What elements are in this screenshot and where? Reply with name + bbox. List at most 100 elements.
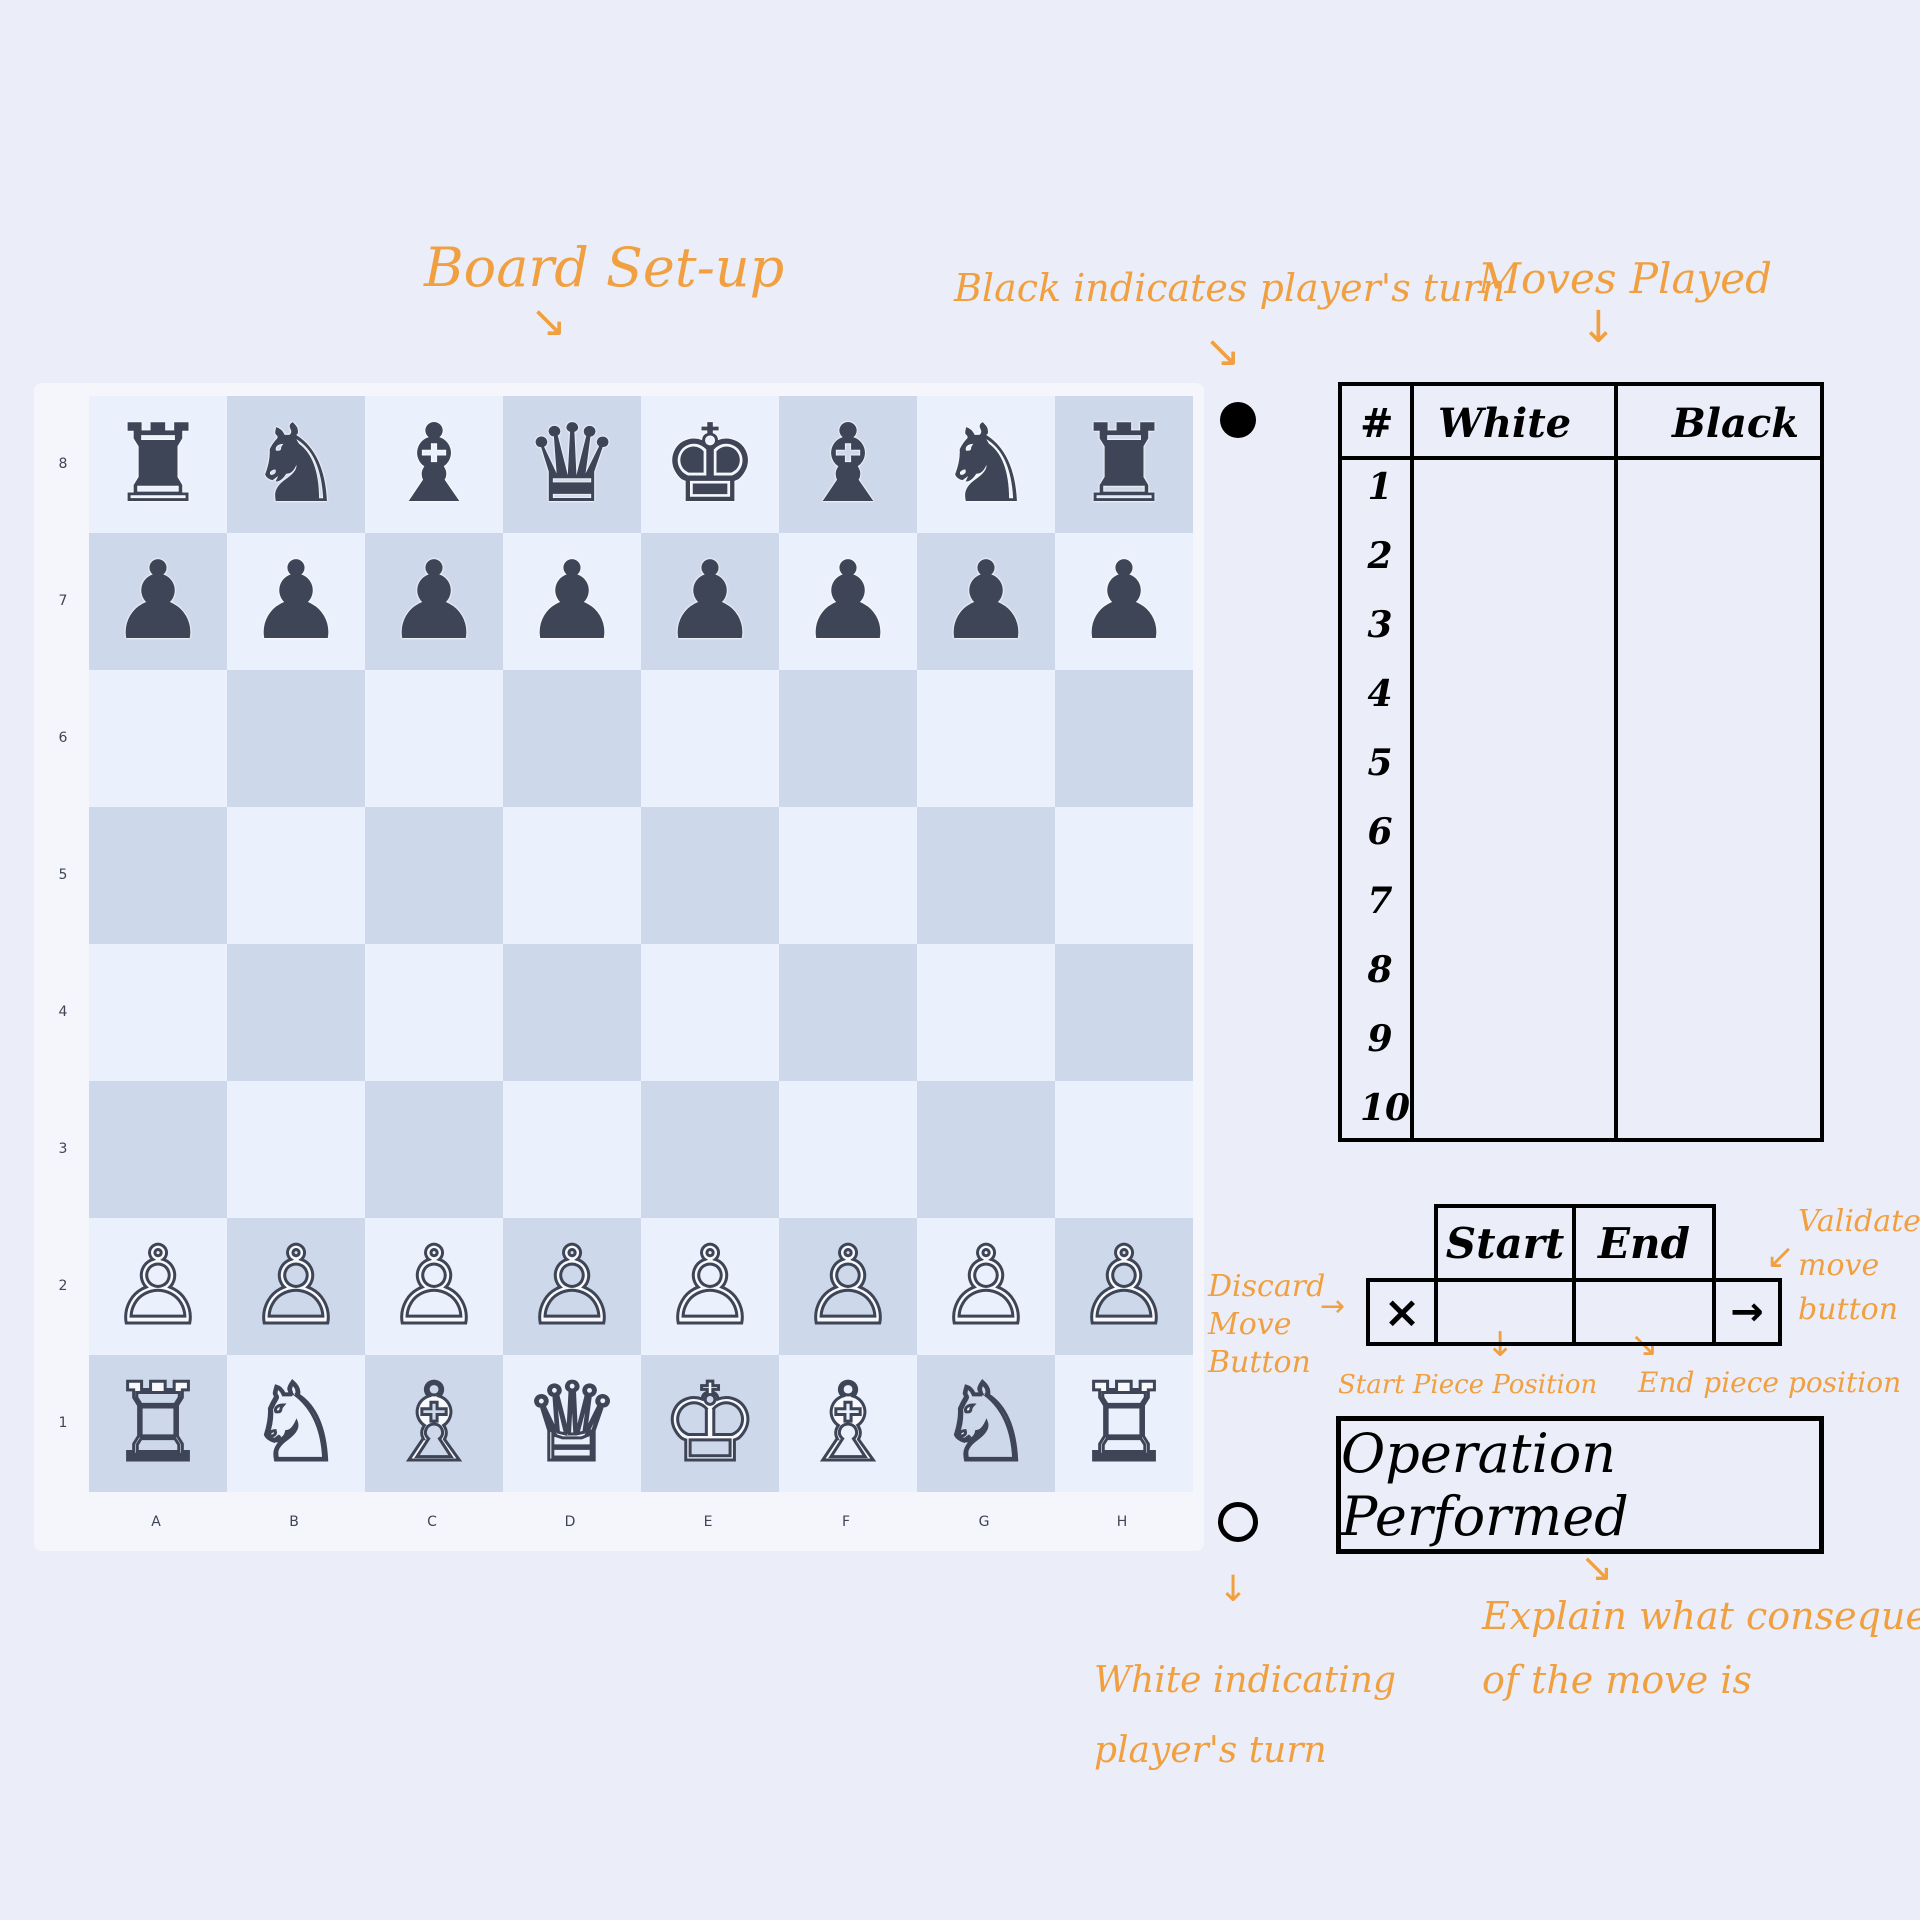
square-b4[interactable] — [227, 944, 365, 1081]
white-knight-icon[interactable]: ♘ — [936, 1360, 1036, 1486]
square-f4[interactable] — [779, 944, 917, 1081]
square-f8[interactable]: ♝ — [779, 396, 917, 533]
square-a8[interactable]: ♜ — [89, 396, 227, 533]
square-g8[interactable]: ♞ — [917, 396, 1055, 533]
square-h4[interactable] — [1055, 944, 1193, 1081]
square-g2[interactable]: ♙ — [917, 1218, 1055, 1355]
square-f7[interactable]: ♟ — [779, 533, 917, 670]
square-e5[interactable] — [641, 807, 779, 944]
white-pawn-icon[interactable]: ♙ — [798, 1223, 898, 1349]
white-pawn-icon[interactable]: ♙ — [1074, 1223, 1174, 1349]
black-bishop-icon[interactable]: ♝ — [799, 401, 897, 527]
black-pawn-icon[interactable]: ♟ — [247, 538, 345, 664]
white-king-icon[interactable]: ♔ — [660, 1360, 760, 1486]
square-d1[interactable]: ♕ — [503, 1355, 641, 1492]
square-e6[interactable] — [641, 670, 779, 807]
square-g1[interactable]: ♘ — [917, 1355, 1055, 1492]
discard-move-button[interactable]: × — [1366, 1278, 1438, 1346]
square-c1[interactable]: ♗ — [365, 1355, 503, 1492]
black-queen-icon[interactable]: ♛ — [523, 401, 621, 527]
square-e2[interactable]: ♙ — [641, 1218, 779, 1355]
square-a1[interactable]: ♖ — [89, 1355, 227, 1492]
square-h3[interactable] — [1055, 1081, 1193, 1218]
white-rook-icon[interactable]: ♖ — [1074, 1360, 1174, 1486]
white-pawn-icon[interactable]: ♙ — [936, 1223, 1036, 1349]
square-b6[interactable] — [227, 670, 365, 807]
square-f6[interactable] — [779, 670, 917, 807]
square-e7[interactable]: ♟ — [641, 533, 779, 670]
square-b1[interactable]: ♘ — [227, 1355, 365, 1492]
white-pawn-icon[interactable]: ♙ — [660, 1223, 760, 1349]
validate-move-button[interactable]: → — [1712, 1278, 1782, 1346]
black-rook-icon[interactable]: ♜ — [1075, 401, 1173, 527]
white-bishop-icon[interactable]: ♗ — [384, 1360, 484, 1486]
square-f1[interactable]: ♗ — [779, 1355, 917, 1492]
black-pawn-icon[interactable]: ♟ — [523, 538, 621, 664]
black-knight-icon[interactable]: ♞ — [247, 401, 345, 527]
square-d4[interactable] — [503, 944, 641, 1081]
black-pawn-icon[interactable]: ♟ — [661, 538, 759, 664]
black-bishop-icon[interactable]: ♝ — [385, 401, 483, 527]
black-rook-icon[interactable]: ♜ — [109, 401, 207, 527]
square-g6[interactable] — [917, 670, 1055, 807]
square-g4[interactable] — [917, 944, 1055, 1081]
white-knight-icon[interactable]: ♘ — [246, 1360, 346, 1486]
black-pawn-icon[interactable]: ♟ — [799, 538, 897, 664]
square-d7[interactable]: ♟ — [503, 533, 641, 670]
square-e1[interactable]: ♔ — [641, 1355, 779, 1492]
square-d8[interactable]: ♛ — [503, 396, 641, 533]
square-c3[interactable] — [365, 1081, 503, 1218]
square-b2[interactable]: ♙ — [227, 1218, 365, 1355]
square-e8[interactable]: ♚ — [641, 396, 779, 533]
white-pawn-icon[interactable]: ♙ — [246, 1223, 346, 1349]
black-pawn-icon[interactable]: ♟ — [385, 538, 483, 664]
white-queen-icon[interactable]: ♕ — [522, 1360, 622, 1486]
square-c2[interactable]: ♙ — [365, 1218, 503, 1355]
square-a4[interactable] — [89, 944, 227, 1081]
black-pawn-icon[interactable]: ♟ — [109, 538, 207, 664]
square-a2[interactable]: ♙ — [89, 1218, 227, 1355]
white-pawn-icon[interactable]: ♙ — [522, 1223, 622, 1349]
black-king-icon[interactable]: ♚ — [661, 401, 759, 527]
square-b5[interactable] — [227, 807, 365, 944]
white-pawn-icon[interactable]: ♙ — [108, 1223, 208, 1349]
square-c8[interactable]: ♝ — [365, 396, 503, 533]
square-f5[interactable] — [779, 807, 917, 944]
square-g3[interactable] — [917, 1081, 1055, 1218]
square-h5[interactable] — [1055, 807, 1193, 944]
square-e3[interactable] — [641, 1081, 779, 1218]
black-pawn-icon[interactable]: ♟ — [937, 538, 1035, 664]
square-a3[interactable] — [89, 1081, 227, 1218]
square-h7[interactable]: ♟ — [1055, 533, 1193, 670]
white-bishop-icon[interactable]: ♗ — [798, 1360, 898, 1486]
black-knight-icon[interactable]: ♞ — [937, 401, 1035, 527]
square-b7[interactable]: ♟ — [227, 533, 365, 670]
white-pawn-icon[interactable]: ♙ — [384, 1223, 484, 1349]
square-a5[interactable] — [89, 807, 227, 944]
black-pawn-icon[interactable]: ♟ — [1075, 538, 1173, 664]
square-d3[interactable] — [503, 1081, 641, 1218]
square-g5[interactable] — [917, 807, 1055, 944]
square-d6[interactable] — [503, 670, 641, 807]
square-c6[interactable] — [365, 670, 503, 807]
square-h8[interactable]: ♜ — [1055, 396, 1193, 533]
square-d2[interactable]: ♙ — [503, 1218, 641, 1355]
square-g7[interactable]: ♟ — [917, 533, 1055, 670]
square-h1[interactable]: ♖ — [1055, 1355, 1193, 1492]
square-b3[interactable] — [227, 1081, 365, 1218]
square-e4[interactable] — [641, 944, 779, 1081]
square-a7[interactable]: ♟ — [89, 533, 227, 670]
square-f2[interactable]: ♙ — [779, 1218, 917, 1355]
square-c4[interactable] — [365, 944, 503, 1081]
square-f3[interactable] — [779, 1081, 917, 1218]
square-c5[interactable] — [365, 807, 503, 944]
start-position-input[interactable] — [1434, 1278, 1576, 1346]
square-c7[interactable]: ♟ — [365, 533, 503, 670]
square-h6[interactable] — [1055, 670, 1193, 807]
square-b8[interactable]: ♞ — [227, 396, 365, 533]
square-d5[interactable] — [503, 807, 641, 944]
square-a6[interactable] — [89, 670, 227, 807]
chess-board[interactable]: ♜♞♝♛♚♝♞♜♟♟♟♟♟♟♟♟♙♙♙♙♙♙♙♙♖♘♗♕♔♗♘♖ — [89, 396, 1193, 1492]
end-position-input[interactable] — [1572, 1278, 1716, 1346]
square-h2[interactable]: ♙ — [1055, 1218, 1193, 1355]
